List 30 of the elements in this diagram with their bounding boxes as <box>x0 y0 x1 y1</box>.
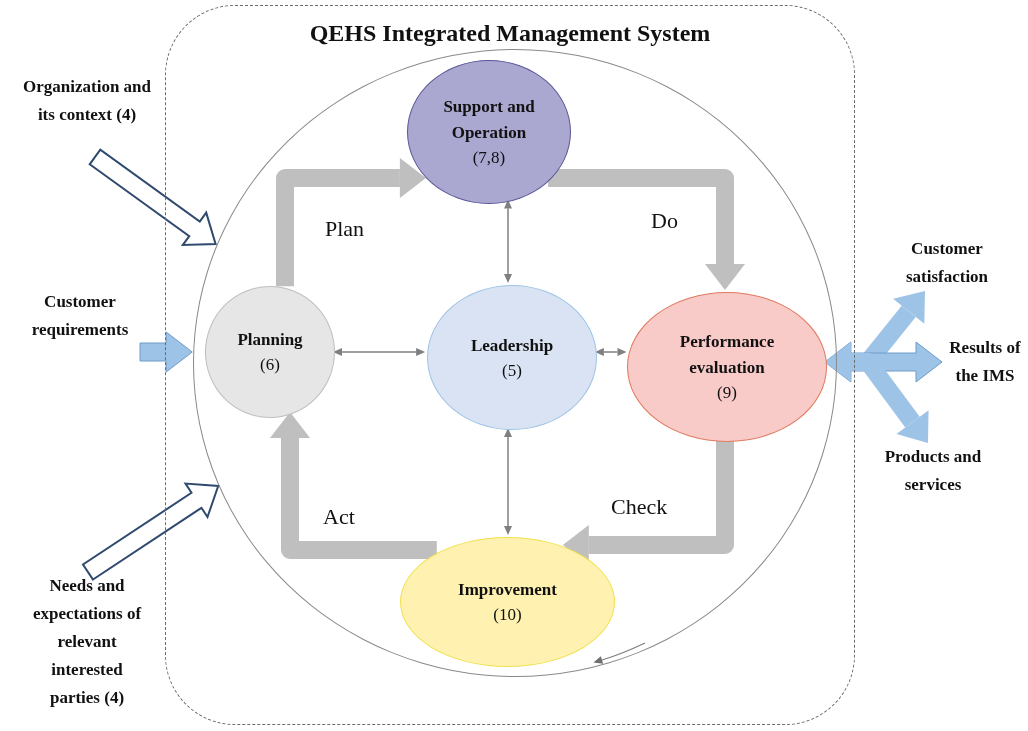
block-arrow <box>548 169 745 290</box>
clause-number: (9) <box>717 382 737 404</box>
block-arrow <box>270 412 437 559</box>
clause-number: (5) <box>502 359 522 382</box>
block-arrow <box>139 331 193 373</box>
clause-number: (6) <box>260 354 280 376</box>
clause-number: (10) <box>493 604 522 626</box>
double-arrow <box>594 348 627 356</box>
output-label: Customer satisfaction <box>872 235 1022 291</box>
block-arrow <box>88 148 217 247</box>
process-name: Planning <box>237 329 303 351</box>
input-label: Organization and its context (4) <box>22 73 152 157</box>
output-label: Products and services <box>858 443 1008 499</box>
double-arrow <box>504 199 512 283</box>
clause-number: (7,8) <box>472 147 506 169</box>
block-arrow <box>824 342 929 443</box>
block-arrow <box>81 482 220 581</box>
double-arrow <box>504 428 512 535</box>
block-arrow <box>824 341 943 383</box>
input-label: Needs and expectations of relevant interested parties (4) <box>28 572 146 717</box>
process-name: Performance evaluation <box>678 331 776 379</box>
process-name: Improvement <box>458 579 557 601</box>
system-title: QEHS Integrated Management System <box>308 20 712 47</box>
output-label: Results of the IMS <box>942 334 1028 390</box>
process-name: Support and Operation <box>442 96 536 144</box>
process-name: Leadership <box>470 334 554 357</box>
input-label: Customer requirements <box>20 288 140 360</box>
system-boundary <box>165 5 855 725</box>
block-arrow <box>276 158 426 287</box>
double-arrow <box>333 348 426 356</box>
